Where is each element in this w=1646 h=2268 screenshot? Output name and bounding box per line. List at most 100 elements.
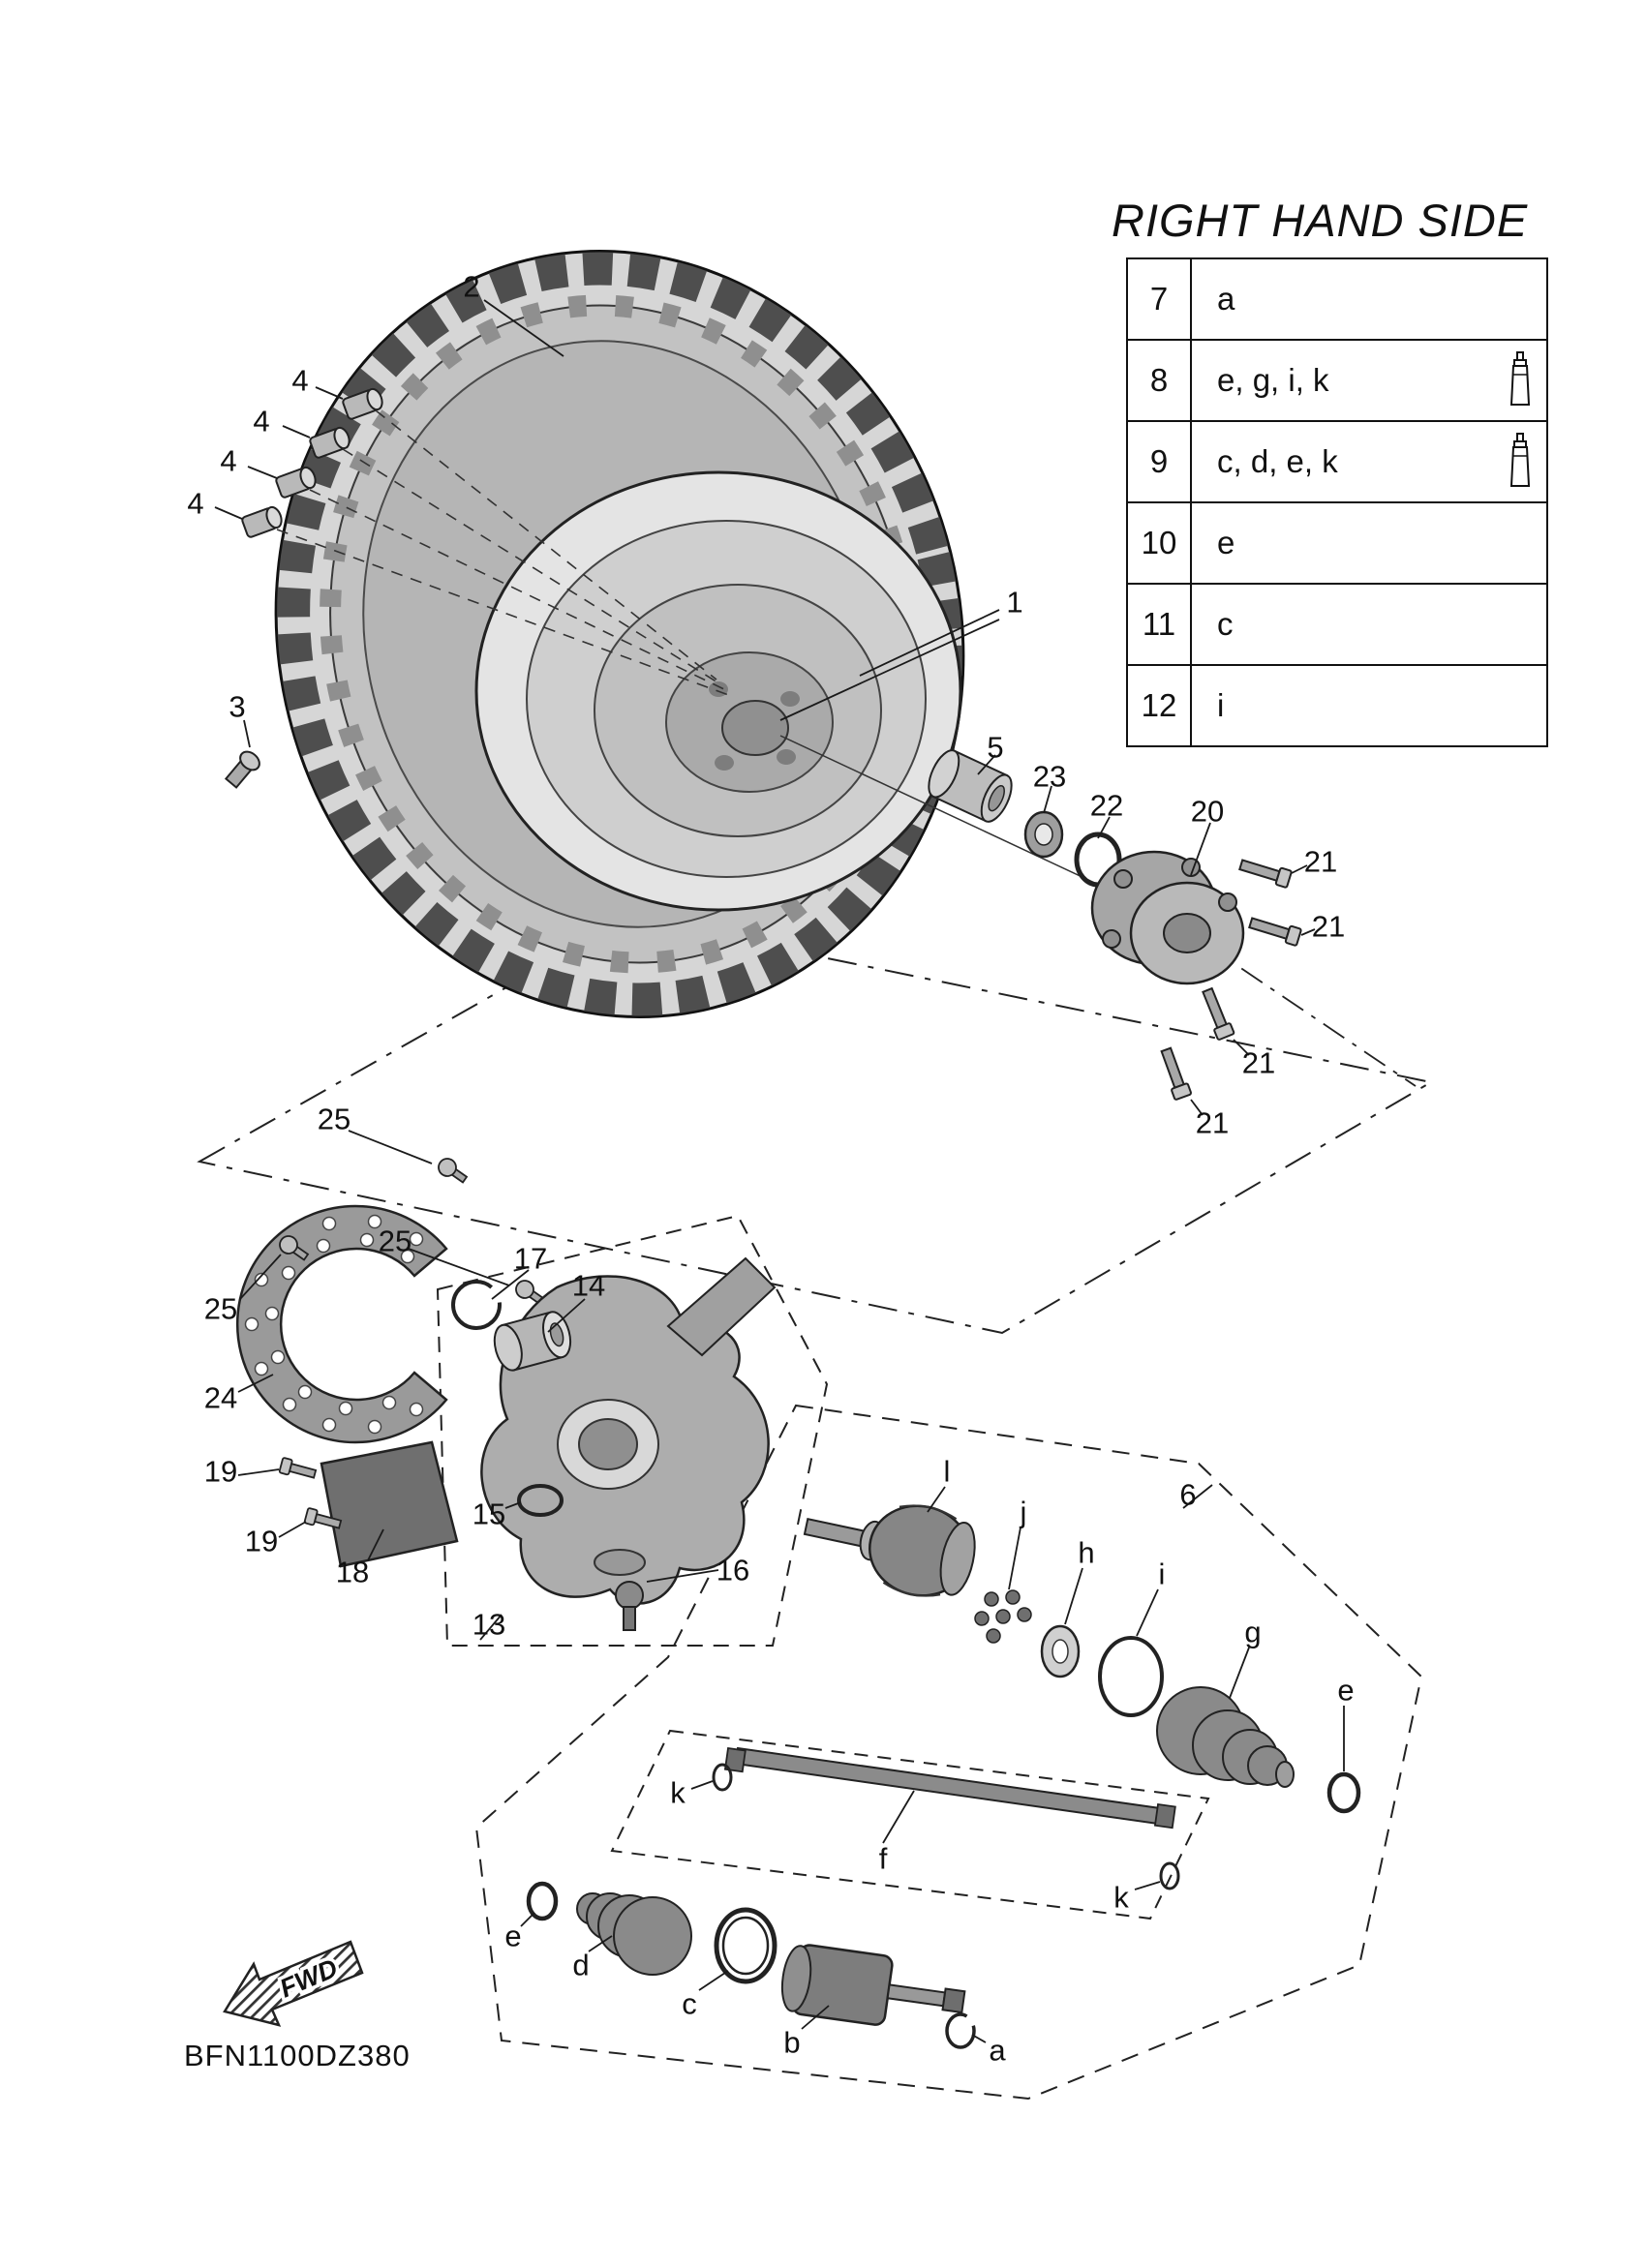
- callout-17: 17: [513, 1241, 548, 1276]
- construction-lines: [197, 916, 1434, 2101]
- callout-23: 23: [1032, 759, 1067, 794]
- splash-cover: [320, 1440, 459, 1568]
- bushing: [493, 1311, 572, 1372]
- shaft-spline-left: [723, 1746, 747, 1773]
- ref-number: 11: [1126, 583, 1192, 666]
- ref-number: 9: [1126, 420, 1192, 503]
- ball-joint: [615, 1581, 644, 1631]
- callout-3: 3: [229, 689, 246, 724]
- callout-d: d: [572, 1948, 590, 1982]
- cv-joint-inner: [780, 1944, 966, 2026]
- boot-clamp-small-right: [1326, 1771, 1361, 1814]
- callout-21-1: 21: [1303, 844, 1338, 879]
- valve-part: [224, 750, 260, 789]
- ref-items: a: [1190, 257, 1548, 341]
- snap-ring-large: [1098, 1636, 1164, 1717]
- table-row: 10 e: [1126, 501, 1548, 585]
- table-row: 7 a: [1126, 257, 1548, 341]
- oil-seal: [517, 1484, 564, 1517]
- callout-h: h: [1078, 1535, 1095, 1570]
- callout-25-1: 25: [317, 1102, 351, 1136]
- ref-number: 12: [1126, 664, 1192, 747]
- hub-spacer: [928, 749, 1013, 823]
- callout-24: 24: [203, 1380, 238, 1415]
- cv-boot-outer: [1156, 1686, 1295, 1788]
- hub-bolts: [1160, 859, 1302, 1101]
- cv-joint-outer: [803, 1504, 976, 1597]
- ref-items: i: [1190, 664, 1548, 747]
- callout-i: i: [1158, 1557, 1166, 1591]
- callout-25-2: 25: [378, 1224, 412, 1258]
- callout-k-1: k: [670, 1775, 686, 1810]
- shaft-clip-lower: [1159, 1861, 1180, 1890]
- callout-k-2: k: [1113, 1880, 1129, 1915]
- cv-boot-inner: [576, 1892, 692, 1976]
- ref-items: e, g, i, k: [1217, 362, 1329, 398]
- callout-c: c: [682, 1986, 697, 2021]
- callout-14: 14: [571, 1268, 606, 1303]
- snap-ring-small: [945, 2012, 976, 2049]
- callout-19-1: 19: [203, 1454, 238, 1489]
- ref-number: 10: [1126, 501, 1192, 585]
- callout-4-4: 4: [187, 486, 204, 521]
- boot-clamp-large: [714, 1907, 777, 1984]
- ref-number: 8: [1126, 339, 1192, 422]
- leader-lines: [214, 299, 1345, 2043]
- callout-e-2: e: [504, 1919, 522, 1953]
- grease-tube-icon: [1509, 433, 1531, 487]
- drive-shaft: [734, 1746, 1162, 1826]
- callout-4-1: 4: [291, 363, 309, 398]
- grease-tube-icon: [1509, 351, 1531, 406]
- callout-g: g: [1244, 1615, 1262, 1649]
- callout-2: 2: [463, 269, 480, 304]
- callout-16: 16: [716, 1553, 750, 1588]
- circlip: [451, 1280, 502, 1330]
- callout-21-2: 21: [1311, 909, 1346, 944]
- ball-set: [974, 1589, 1032, 1644]
- callout-15: 15: [472, 1497, 506, 1531]
- callout-21-3: 21: [1241, 1045, 1276, 1080]
- callout-18: 18: [335, 1555, 370, 1589]
- callout-a: a: [989, 2033, 1006, 2068]
- callout-13: 13: [472, 1607, 506, 1642]
- ref-number: 7: [1126, 257, 1192, 341]
- callout-4-2: 4: [253, 404, 270, 438]
- callout-25-3: 25: [203, 1291, 238, 1326]
- washer: [1023, 810, 1064, 859]
- fwd-arrow: FWD: [223, 1940, 364, 2027]
- callout-21-4: 21: [1195, 1105, 1230, 1140]
- callout-22: 22: [1089, 788, 1124, 823]
- callout-l: l: [943, 1454, 951, 1489]
- wheel-hub: [1090, 850, 1245, 985]
- guard-screws: [279, 1158, 546, 1306]
- callout-20: 20: [1190, 794, 1225, 829]
- shaft-spline-right: [1153, 1802, 1176, 1830]
- lug-nuts: [241, 387, 383, 538]
- steering-knuckle: [480, 1256, 777, 1605]
- ref-items: c, d, e, k: [1217, 443, 1338, 479]
- callout-19-2: 19: [244, 1524, 279, 1558]
- callout-5: 5: [987, 730, 1004, 765]
- callout-4-3: 4: [220, 443, 237, 478]
- brake-disc-guard: [236, 1204, 448, 1444]
- boot-clamp-small-left: [526, 1881, 559, 1921]
- callout-f: f: [878, 1841, 888, 1876]
- ref-items: c: [1190, 583, 1548, 666]
- table-row: 9 c, d, e, k: [1126, 420, 1548, 503]
- callout-1: 1: [1006, 585, 1023, 620]
- thrust-washer: [1040, 1624, 1081, 1678]
- table-row: 8 e, g, i, k: [1126, 339, 1548, 422]
- table-row: 12 i: [1126, 664, 1548, 747]
- shaft-clip-upper: [712, 1763, 733, 1792]
- ref-items: e: [1190, 501, 1548, 585]
- cover-bolts: [278, 1457, 343, 1529]
- callout-b: b: [783, 2025, 801, 2060]
- stud-guide-lines: [276, 409, 735, 698]
- page-title: RIGHT HAND SIDE: [1112, 195, 1529, 246]
- diagram-code: BFN1100DZ380: [184, 2039, 411, 2072]
- callout-6: 6: [1179, 1477, 1197, 1512]
- callout-j: j: [1020, 1495, 1027, 1529]
- table-row: 11 c: [1126, 583, 1548, 666]
